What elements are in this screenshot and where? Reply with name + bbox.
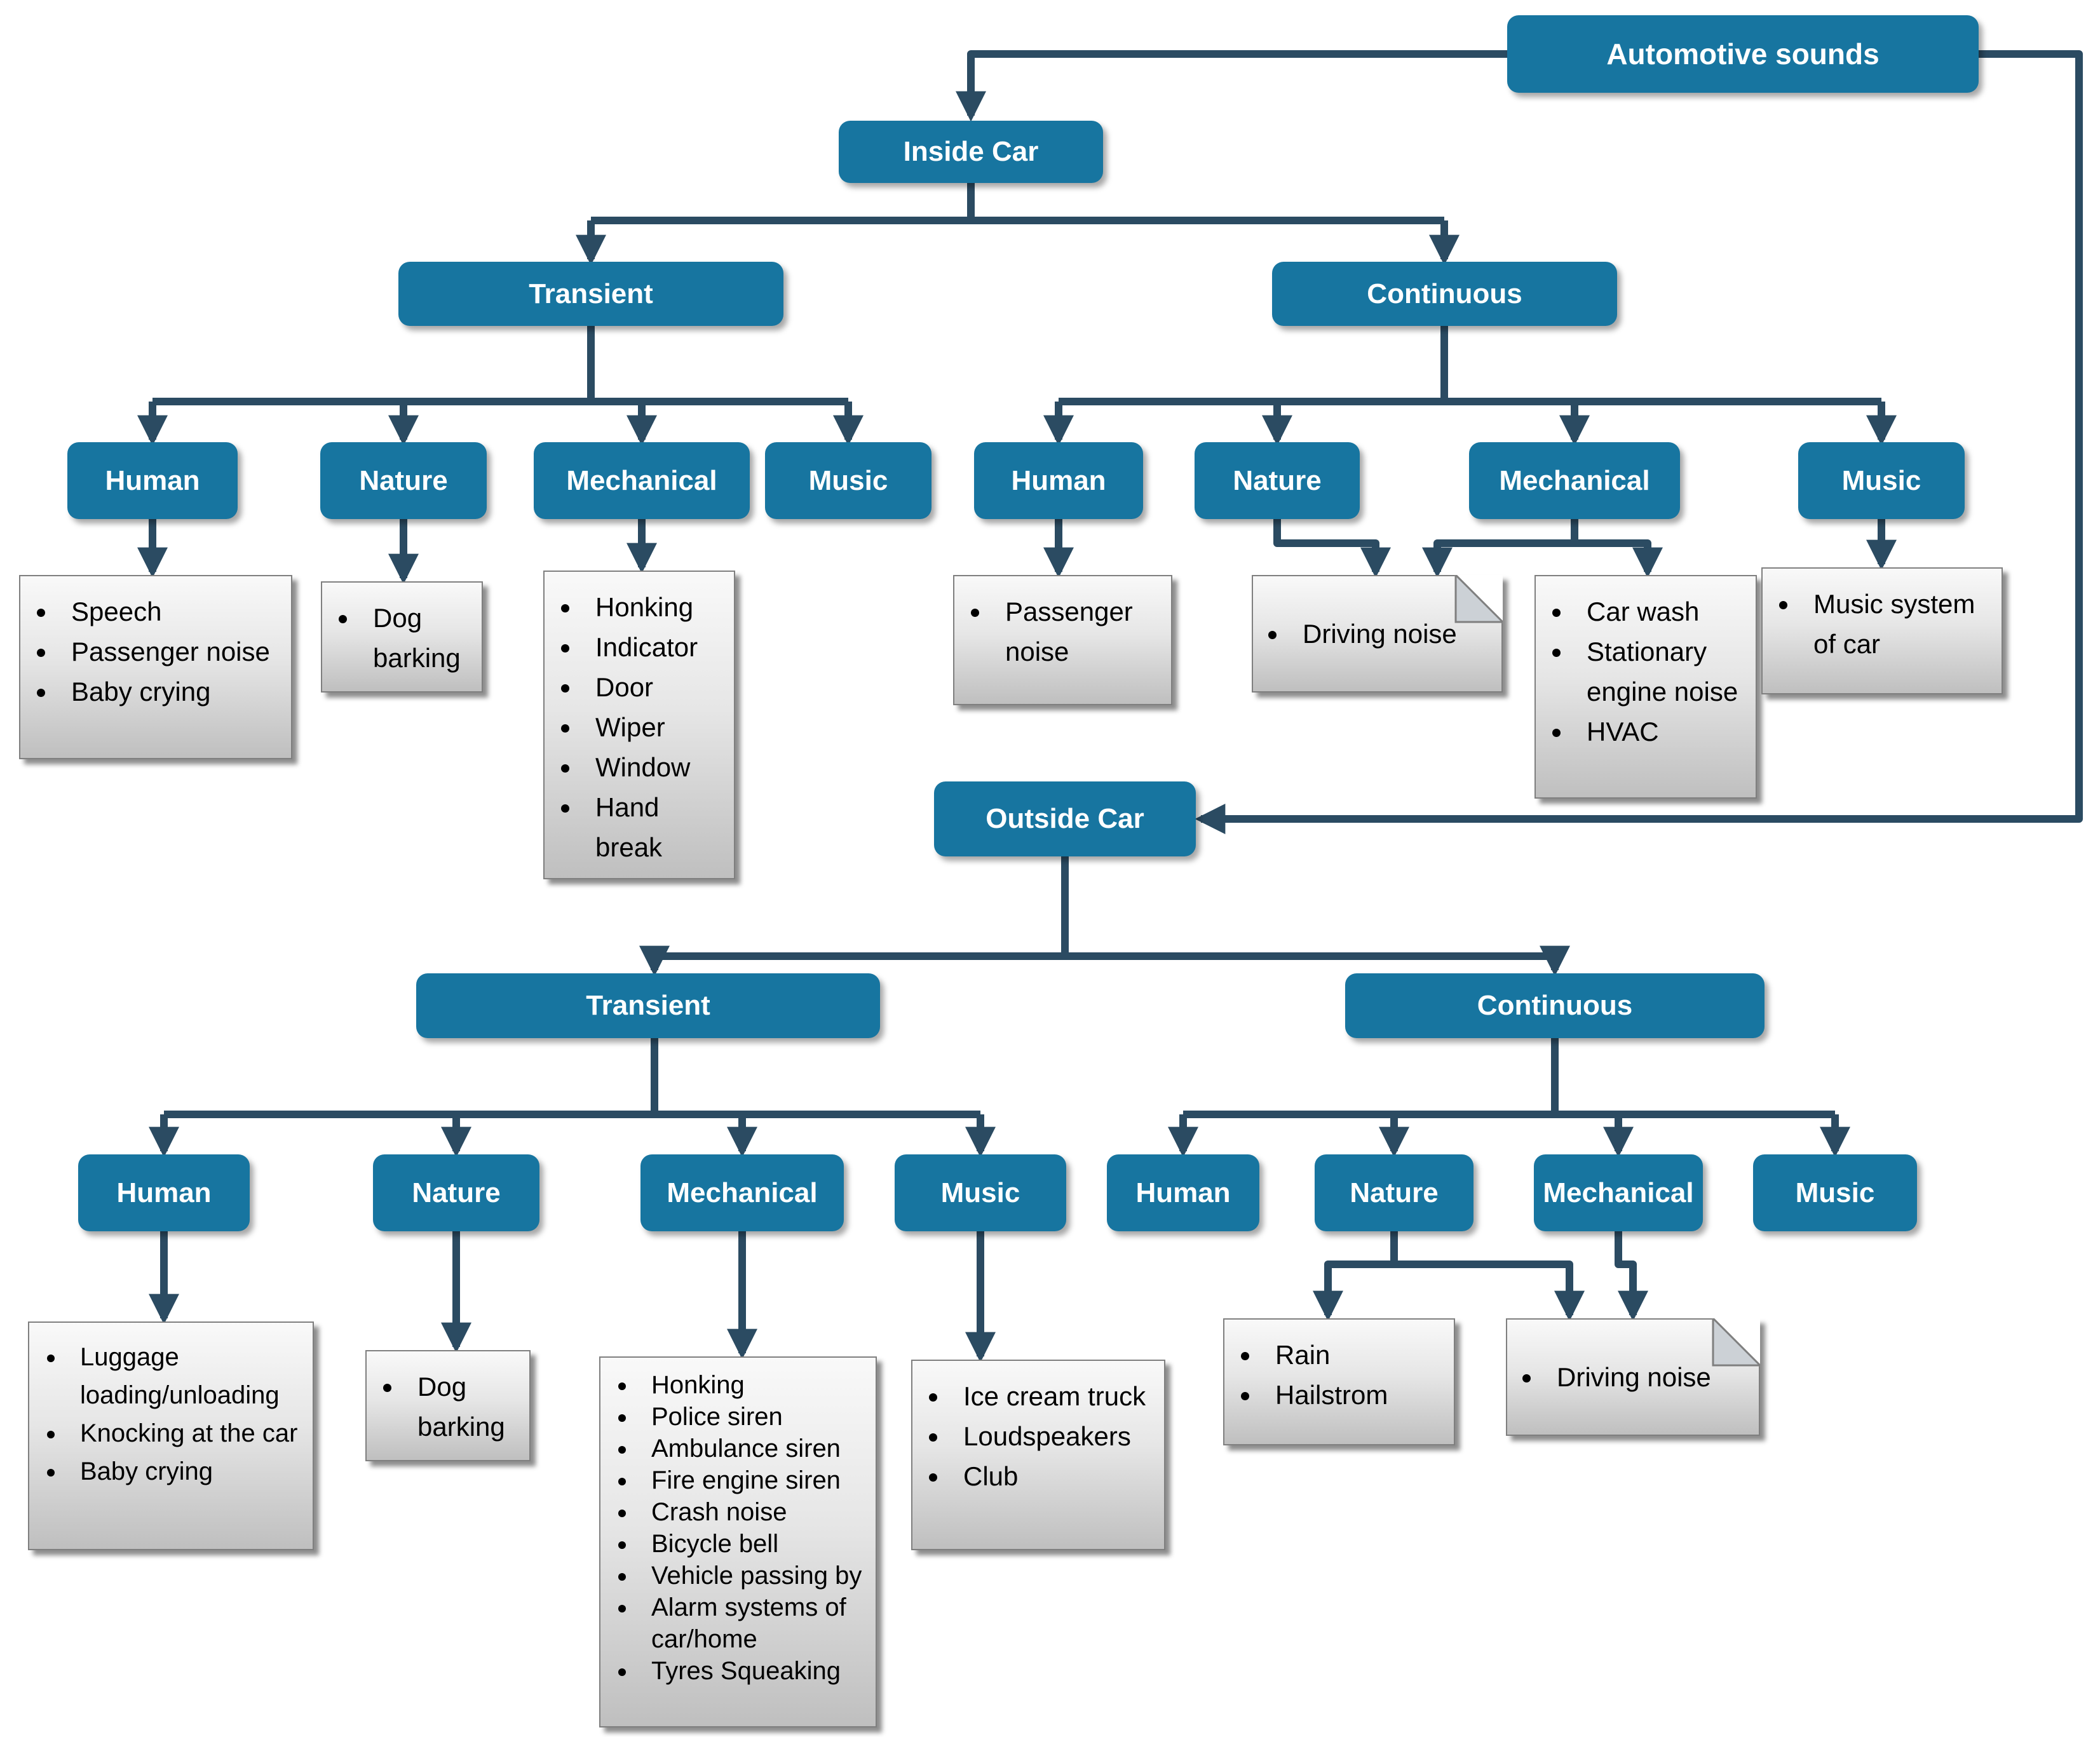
list-music-inside-continuous: Music system of car	[1761, 567, 2003, 694]
node-label: Mechanical	[566, 464, 717, 496]
list-item: Crash noise	[637, 1496, 869, 1528]
list-item: Ambulance siren	[637, 1433, 869, 1464]
list-item: Music system of car	[1799, 584, 1995, 664]
list-mechanical-inside-transient: Honking Indicator Door Wiper Window Hand…	[543, 571, 735, 879]
node-transient-inside: Transient	[398, 262, 783, 326]
list-item: Hailstrom	[1261, 1375, 1447, 1415]
node-nature-inside-continuous: Nature	[1195, 442, 1360, 519]
node-nature-inside-transient: Nature	[320, 442, 487, 519]
list-item: Dog barking	[403, 1367, 523, 1447]
node-label: Outside Car	[986, 803, 1144, 834]
list-item: Loudspeakers	[949, 1416, 1158, 1456]
node-human-inside-continuous: Human	[974, 442, 1143, 519]
list-item: Honking	[637, 1369, 869, 1401]
list-item: Honking	[581, 587, 728, 627]
list-item: Passenger noise	[57, 632, 285, 672]
node-nature-outside-continuous: Nature	[1315, 1154, 1473, 1231]
list-item: Hand break	[581, 787, 728, 867]
list-item: Alarm systems of car/home	[637, 1592, 869, 1655]
list-item: Rain	[1261, 1335, 1447, 1375]
node-label: Human	[116, 1177, 212, 1208]
list-item: Indicator	[581, 627, 728, 667]
list-mechanical-inside-continuous: Car wash Stationary engine noise HVAC	[1534, 575, 1757, 799]
node-label: Music	[940, 1177, 1020, 1208]
list-item: Luggage loading/unloading	[66, 1338, 306, 1414]
node-label: Continuous	[1477, 990, 1633, 1021]
list-item: Ice cream truck	[949, 1376, 1158, 1416]
list-item: Bicycle bell	[637, 1528, 869, 1560]
list-item: Driving noise	[1289, 614, 1457, 654]
list-item: Car wash	[1573, 591, 1749, 632]
list-nature-inside-transient: Dog barking	[321, 581, 483, 693]
node-music-inside-continuous: Music	[1798, 442, 1965, 519]
node-transient-outside: Transient	[416, 973, 880, 1038]
list-item: Dog barking	[359, 598, 475, 678]
list-item: Speech	[57, 591, 285, 632]
node-label: Music	[808, 464, 888, 496]
node-label: Transient	[586, 990, 710, 1021]
node-label: Nature	[1350, 1177, 1439, 1208]
list-item: Knocking at the car	[66, 1414, 306, 1452]
node-label: Human	[1135, 1177, 1231, 1208]
node-label: Human	[1011, 464, 1106, 496]
node-label: Mechanical	[667, 1177, 818, 1208]
node-continuous-outside: Continuous	[1345, 973, 1765, 1038]
list-item: Club	[949, 1456, 1158, 1496]
list-item: Tyres Squeaking	[637, 1655, 869, 1687]
node-mechanical-outside-transient: Mechanical	[640, 1154, 844, 1231]
list-item: Stationary engine noise	[1573, 632, 1749, 712]
node-continuous-inside: Continuous	[1272, 262, 1617, 326]
node-mechanical-outside-continuous: Mechanical	[1534, 1154, 1703, 1231]
list-human-outside-transient: Luggage loading/unloading Knocking at th…	[28, 1321, 314, 1550]
node-label: Nature	[1233, 464, 1322, 496]
node-human-outside-continuous: Human	[1107, 1154, 1259, 1231]
list-human-inside-transient: Speech Passenger noise Baby crying	[19, 575, 292, 759]
node-music-outside-transient: Music	[895, 1154, 1066, 1231]
list-mechanical-outside-transient: Honking Police siren Ambulance siren Fir…	[599, 1356, 877, 1727]
node-label: Nature	[412, 1177, 501, 1208]
node-human-inside-transient: Human	[67, 442, 238, 519]
list-nature-outside-continuous: Rain Hailstrom	[1223, 1318, 1455, 1445]
list-driving-noise-outside: Driving noise	[1506, 1318, 1760, 1436]
node-mechanical-inside-transient: Mechanical	[534, 442, 750, 519]
list-human-inside-continuous: Passenger noise	[953, 575, 1172, 705]
node-automotive-sounds: Automotive sounds	[1507, 15, 1979, 93]
list-nature-outside-transient: Dog barking	[365, 1350, 531, 1461]
node-mechanical-inside-continuous: Mechanical	[1469, 442, 1680, 519]
node-label: Automotive sounds	[1606, 37, 1880, 71]
list-item: Baby crying	[66, 1452, 306, 1490]
node-label: Music	[1795, 1177, 1875, 1208]
folded-corner-icon	[1712, 1318, 1760, 1367]
node-label: Human	[105, 464, 200, 496]
node-human-outside-transient: Human	[78, 1154, 250, 1231]
edge-root-inside	[956, 50, 1507, 122]
node-label: Transient	[529, 278, 653, 309]
list-item: Window	[581, 747, 728, 787]
node-outside-car: Outside Car	[934, 781, 1196, 856]
node-label: Music	[1841, 464, 1921, 496]
node-label: Mechanical	[1543, 1177, 1694, 1208]
list-item: Baby crying	[57, 672, 285, 712]
edge-root-outside	[1195, 50, 2083, 834]
list-item: HVAC	[1573, 712, 1749, 752]
list-item: Wiper	[581, 707, 728, 747]
list-music-outside-transient: Ice cream truck Loudspeakers Club	[911, 1360, 1165, 1550]
node-label: Continuous	[1367, 278, 1522, 309]
node-label: Inside Car	[903, 136, 1039, 167]
node-music-inside-transient: Music	[765, 442, 931, 519]
list-item: Passenger noise	[991, 591, 1165, 672]
list-item: Fire engine siren	[637, 1464, 869, 1496]
node-label: Nature	[359, 464, 448, 496]
list-item: Driving noise	[1543, 1357, 1711, 1397]
node-label: Mechanical	[1499, 464, 1650, 496]
folded-corner-icon	[1454, 575, 1503, 623]
list-item: Police siren	[637, 1401, 869, 1433]
node-inside-car: Inside Car	[839, 121, 1103, 183]
node-music-outside-continuous: Music	[1753, 1154, 1917, 1231]
list-item: Door	[581, 667, 728, 707]
node-nature-outside-transient: Nature	[373, 1154, 539, 1231]
list-driving-noise-inside: Driving noise	[1252, 575, 1503, 693]
list-item: Vehicle passing by	[637, 1560, 869, 1592]
